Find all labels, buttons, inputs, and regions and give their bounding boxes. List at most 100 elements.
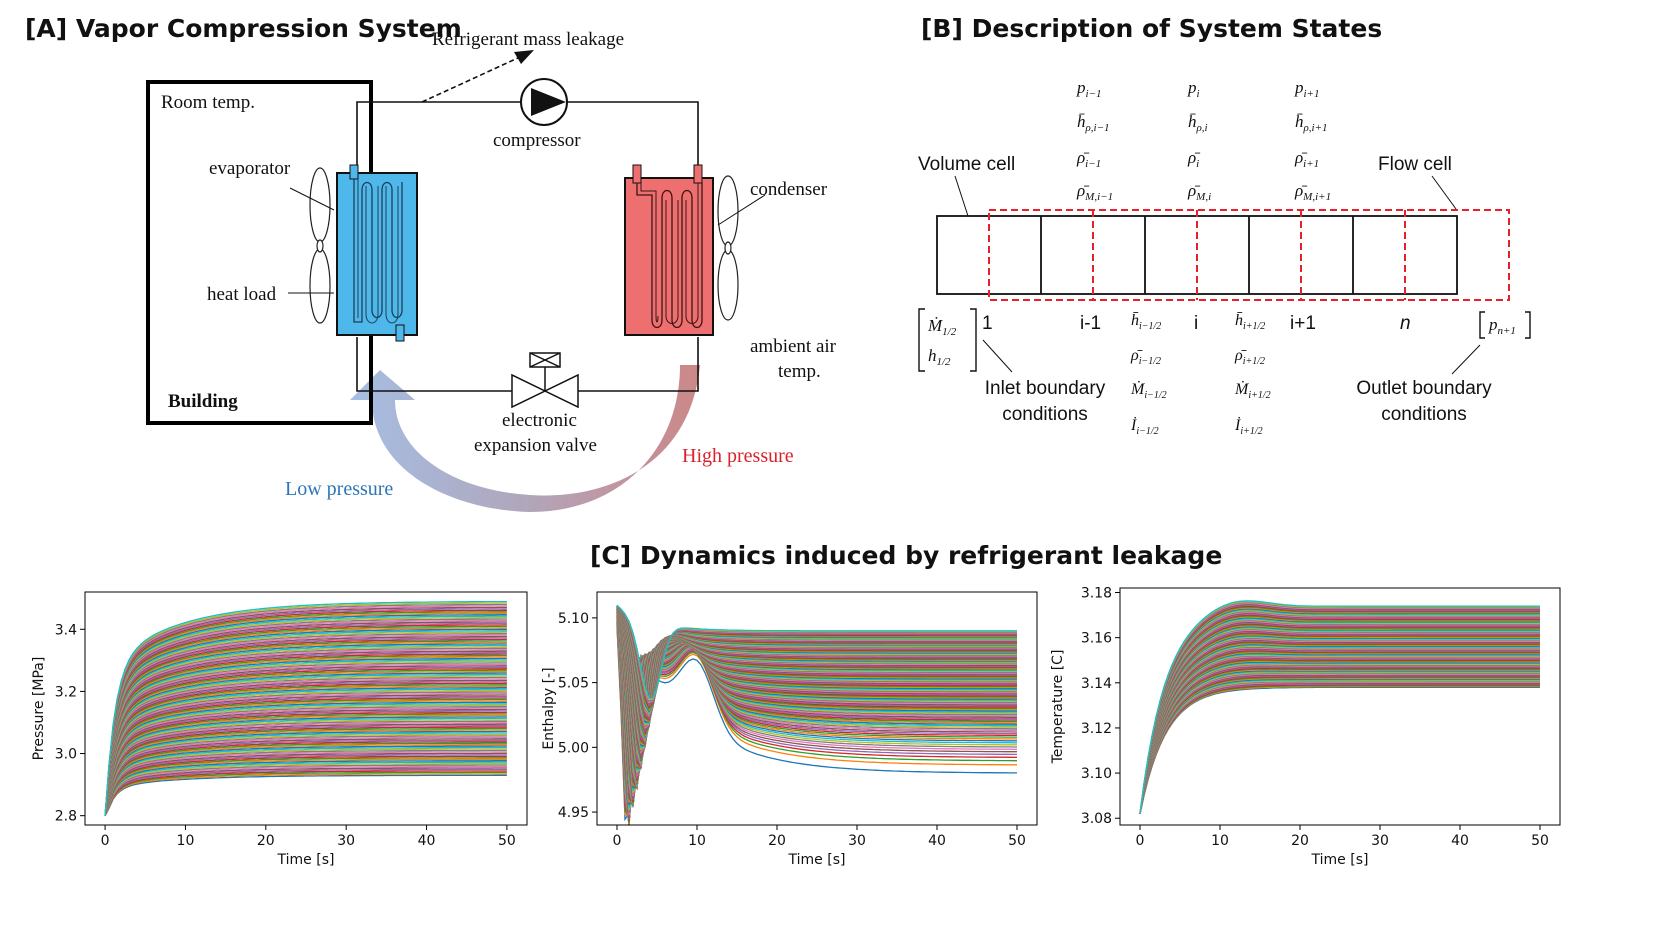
series-line	[104, 727, 507, 816]
series-line	[1139, 679, 1540, 814]
x-tick-label: 0	[101, 833, 110, 849]
series-line	[104, 653, 507, 816]
x-tick-label: 40	[1451, 833, 1469, 849]
series-line	[104, 717, 507, 816]
series-line	[1139, 650, 1540, 814]
series-line	[1139, 657, 1540, 814]
state-rhom-im1: ρ̄M,i−1	[1076, 181, 1113, 203]
y-tick-label: 3.0	[55, 747, 77, 763]
series-line	[104, 649, 507, 816]
series-line	[104, 754, 507, 816]
x-tick-label: 50	[498, 833, 516, 849]
x-tick-label: 0	[613, 833, 622, 849]
state-h-im1: h̄ρ,i−1	[1077, 112, 1110, 134]
series-line	[1139, 680, 1540, 814]
series-line	[104, 635, 507, 816]
y-tick-label: 5.10	[558, 611, 589, 627]
x-tick-label: 20	[1291, 833, 1309, 849]
series-line	[104, 647, 507, 816]
x-tick-label: 30	[848, 833, 866, 849]
series-line	[1139, 670, 1540, 814]
evaporator-label: evaporator	[209, 158, 291, 179]
y-tick-label: 3.08	[1081, 811, 1112, 827]
series-line	[1139, 665, 1540, 814]
series-line	[1139, 622, 1540, 814]
series-line	[104, 760, 507, 816]
series-line	[616, 625, 1017, 817]
series-line	[1139, 655, 1540, 814]
ambient-label-line2: temp.	[778, 361, 821, 382]
series-line	[104, 732, 507, 816]
series-line	[104, 692, 507, 816]
condenser-fan-icon	[717, 175, 739, 321]
outlet-vector: pn+1	[1479, 311, 1531, 339]
series-line	[104, 611, 507, 816]
series-line	[104, 742, 507, 816]
y-tick-label: 3.16	[1081, 631, 1112, 647]
y-axis-label: Temperature [C]	[1050, 650, 1066, 765]
y-tick-label: 5.05	[558, 676, 589, 692]
inlet-label-line2: conditions	[1002, 404, 1088, 425]
state-h-ip1: h̄ρ,i+1	[1295, 112, 1328, 134]
plot-lines	[616, 604, 1018, 825]
series-line	[1139, 676, 1540, 814]
y-tick-label: 2.8	[55, 809, 77, 825]
svg-text:pn+1: pn+1	[1488, 315, 1516, 337]
series-line	[104, 688, 507, 816]
flow-cell-label: Flow cell	[1378, 154, 1452, 175]
series-line	[104, 627, 507, 816]
series-line	[104, 672, 507, 816]
flow-rho-im: ρ̄i−1/2	[1130, 347, 1161, 367]
series-line	[104, 697, 507, 816]
series-line	[104, 641, 507, 816]
series-line	[1139, 649, 1540, 814]
series-line	[1139, 682, 1540, 814]
series-line	[104, 774, 507, 817]
series-line	[1139, 643, 1540, 814]
flow-i-ip: İi+1/2	[1234, 416, 1263, 437]
series-line	[104, 741, 507, 816]
x-tick-label: 10	[688, 833, 706, 849]
series-line	[104, 768, 507, 816]
series-line	[104, 694, 507, 816]
expansion-valve-icon	[511, 352, 579, 409]
series-line	[104, 673, 507, 816]
series-line	[104, 744, 507, 816]
series-line	[1139, 667, 1540, 814]
series-line	[104, 637, 507, 816]
volume-cell-label: Volume cell	[918, 154, 1015, 175]
plot-frame	[596, 591, 1038, 826]
series-line	[104, 638, 507, 816]
series-line	[104, 634, 507, 816]
x-tick-label: 50	[1531, 833, 1549, 849]
series-line	[1139, 617, 1540, 814]
series-line	[104, 603, 507, 816]
series-line	[1139, 685, 1540, 814]
state-p-ip1: pi+1	[1294, 78, 1319, 100]
y-axis-label: Enthalpy [-]	[541, 667, 557, 749]
series-line	[1139, 639, 1540, 814]
series-line	[104, 676, 507, 816]
cycle-flow-arrow	[350, 365, 700, 512]
series-line	[104, 624, 507, 816]
series-line	[1139, 659, 1540, 814]
series-line	[104, 701, 507, 816]
series-line	[104, 725, 507, 816]
series-line	[1139, 652, 1540, 814]
series-line	[104, 755, 507, 816]
plot-frame	[84, 591, 528, 826]
series-line	[104, 748, 507, 816]
series-line	[104, 665, 507, 816]
series-line	[1139, 630, 1540, 814]
series-line	[1139, 661, 1540, 814]
flow-h-ip: h̄i+1/2	[1235, 312, 1265, 332]
series-line	[1139, 631, 1540, 814]
series-line	[104, 723, 507, 816]
series-line	[104, 679, 507, 816]
flow-m-im: Ṁi−1/2	[1130, 380, 1167, 401]
series-line	[1139, 629, 1540, 814]
series-line	[104, 606, 507, 816]
series-line	[104, 656, 507, 816]
